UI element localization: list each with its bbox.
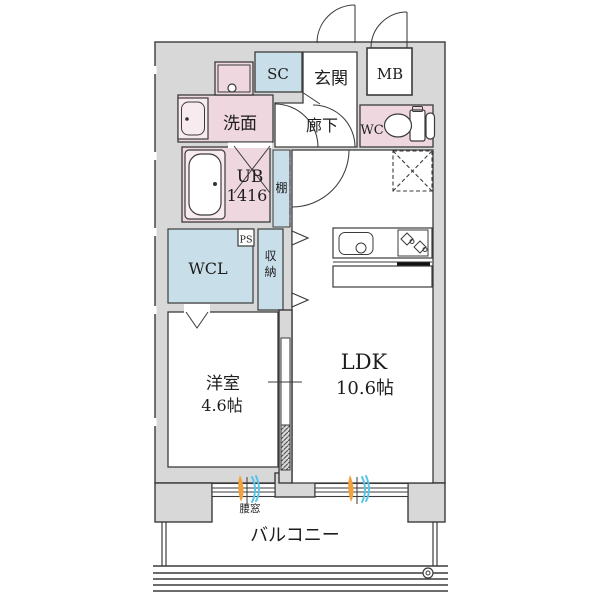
sliding-door	[280, 424, 291, 471]
label-ps: PS	[240, 235, 253, 246]
shelf-tana	[272, 149, 291, 228]
vent-orange-1	[238, 475, 244, 502]
label-tana: 棚	[275, 180, 287, 195]
label-yoshitsu-size: 4.6帖	[201, 396, 242, 415]
balcony-walls	[161, 522, 438, 566]
balcony-railing	[153, 565, 448, 592]
fridge-space	[392, 150, 433, 192]
kitchen-stove	[397, 229, 429, 257]
label-sc: SC	[267, 65, 289, 83]
kitchen-faucet	[355, 242, 367, 254]
genkan-step-line	[301, 91, 321, 105]
label-koshimado: 腰窓	[240, 502, 261, 515]
room-ldk	[291, 149, 434, 484]
label-ub-size: 1416	[227, 186, 268, 205]
label-rouka: 廊下	[306, 116, 338, 135]
partition-wall	[268, 309, 302, 484]
door-arrow-shuno	[291, 292, 310, 308]
vent-orange-2	[348, 475, 354, 502]
room-genkan-rouka	[274, 51, 358, 148]
label-balcony: バルコニー	[250, 525, 340, 546]
room-shuno	[257, 228, 284, 311]
label-shuno-1: 収	[264, 249, 276, 263]
label-ldk: LDK	[341, 350, 388, 374]
room-sc	[254, 51, 303, 93]
wc-door-arc	[312, 104, 356, 148]
wcl-door	[184, 304, 210, 329]
kitchen-sink	[338, 232, 374, 255]
kitchen-counter	[332, 227, 433, 288]
vent-marks	[238, 475, 370, 504]
door-arrow-tana	[291, 230, 310, 246]
box-mb	[366, 47, 413, 96]
senmen-door-arc	[274, 103, 319, 148]
window-ldk	[314, 482, 409, 498]
vent-blue-2	[361, 475, 370, 503]
door-arcs	[274, 4, 408, 208]
wall-joint-notches	[153, 66, 157, 426]
fixture-bathtub	[184, 149, 226, 220]
fixture-washbasin	[177, 97, 209, 140]
vent-blue-1	[251, 475, 260, 503]
fixture-washer-pan	[214, 61, 254, 96]
front-door-arc	[316, 4, 356, 44]
label-ldk-size: 10.6帖	[336, 378, 394, 399]
label-mb: MB	[377, 65, 403, 83]
box-ps	[237, 228, 255, 247]
pillar-right	[407, 482, 446, 523]
label-ub: UB	[237, 167, 264, 187]
room-yoshitsu	[167, 311, 279, 468]
label-senmen: 洗面	[223, 114, 257, 134]
mb-door-arc	[370, 11, 408, 49]
label-yoshitsu: 洋室	[206, 374, 240, 394]
balcony-drain	[422, 567, 434, 579]
kitchen-grill-bar	[397, 262, 430, 266]
label-genkan: 玄関	[314, 69, 348, 89]
label-wc: WC	[360, 123, 383, 138]
label-shuno-2: 納	[264, 265, 276, 279]
fixture-toilet	[383, 106, 436, 142]
ub-door	[228, 142, 272, 194]
ldk-door-arc	[291, 149, 350, 208]
pillar-left	[154, 482, 213, 523]
label-wcl: WCL	[188, 259, 228, 278]
